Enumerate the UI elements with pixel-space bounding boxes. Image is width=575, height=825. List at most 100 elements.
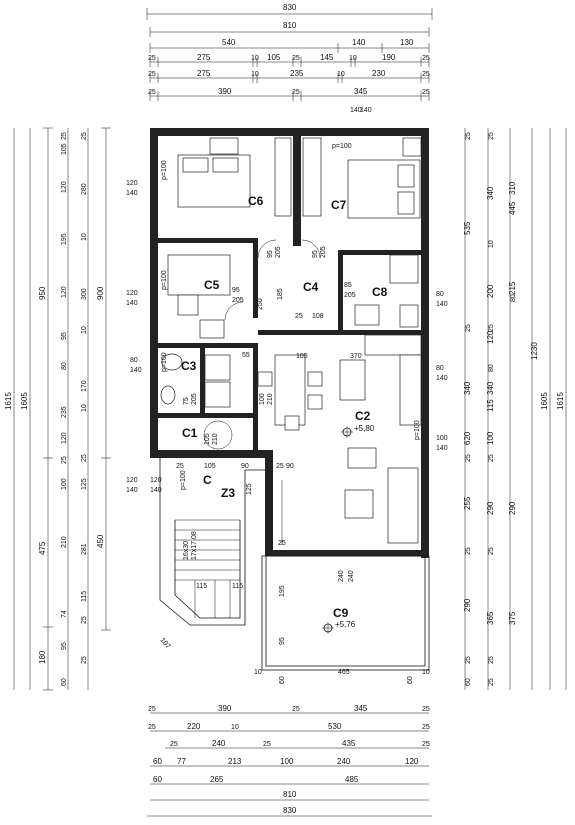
d5b: 205 (191, 393, 198, 405)
p9: p=100 (180, 470, 187, 490)
room-c9: C9 (333, 606, 349, 620)
dim-l4l: 210 (61, 536, 68, 548)
dim-top-r6b: 390 (218, 87, 232, 96)
int-195: 195 (279, 585, 286, 597)
dim-l4o: 60 (61, 678, 68, 686)
dim-top-r4b: 275 (197, 53, 211, 62)
w5a: 80 (436, 291, 444, 298)
p7: p=100 (414, 420, 421, 440)
right-dimensions: 25 535 25 340 620 25 255 25 290 25 60 25… (463, 128, 567, 690)
dim-top-r5g: 25 (422, 71, 430, 78)
stair-spec-1: 16x30 (183, 541, 190, 560)
int-25: 25 (295, 313, 303, 320)
dim-l4e: 120 (61, 286, 68, 298)
w4a: 80 (130, 357, 138, 364)
dim-l4a: 25 (61, 132, 68, 140)
dim-top-r5b: 275 (197, 69, 211, 78)
dim-r2i: 115 (486, 399, 495, 412)
dim-r2b: 340 (486, 186, 495, 200)
int-108: 108 (312, 313, 324, 320)
stair-spec-2: 17x17.08 (191, 531, 198, 560)
room-c8: C8 (372, 285, 388, 299)
dim-b4d: 100 (280, 757, 294, 766)
dim-l4g: 80 (61, 362, 68, 370)
w5b: 140 (436, 301, 448, 308)
room-c3: C3 (181, 359, 197, 373)
stairs: 16x30 17x17.08 (159, 458, 265, 626)
dim-l4k: 100 (61, 478, 68, 490)
dim-b5c: 485 (345, 775, 359, 784)
dim-b1b: 390 (218, 704, 232, 713)
dim-r2e: 25 (488, 324, 495, 332)
dim-r2a: 25 (488, 132, 495, 140)
dim-b2c: 10 (231, 724, 239, 731)
dim-r2k: 25 (488, 454, 495, 462)
dim-top-r5f: 230 (372, 69, 386, 78)
dim-l4i: 120 (61, 432, 68, 444)
dim-r1a: 25 (465, 132, 472, 140)
bottom-dimensions: 25 390 25 345 25 25 220 10 530 25 25 240… (147, 704, 432, 817)
int-240b: 240 (348, 570, 355, 582)
dim-l5b: 280 (81, 183, 88, 195)
dim-l5l: 25 (81, 616, 88, 624)
w7b: 140 (436, 445, 448, 452)
d5a: 75 (183, 397, 190, 405)
int-105: 105 (296, 353, 308, 360)
d4b: 205 (344, 292, 356, 299)
dim-r3f: 375 (508, 611, 517, 625)
top-dimensions: 830 810 540 140 130 25 275 10 105 25 145… (146, 3, 433, 101)
dim-left-950: 950 (38, 286, 47, 300)
dim-top-r4d: 105 (267, 53, 281, 62)
dim-r2j: 100 (486, 431, 495, 445)
w2b: 140 (360, 107, 372, 114)
int-250: 250 (257, 298, 264, 310)
dim-b2b: 220 (187, 722, 201, 731)
elevation-c2: +5,80 (354, 424, 375, 433)
d4a: 85 (344, 282, 352, 289)
int-115b: 115 (232, 583, 243, 590)
dim-top-810: 810 (283, 21, 297, 30)
dim-r2n: 365 (486, 611, 495, 625)
int-370: 370 (350, 353, 362, 360)
int-25b: 25 (176, 463, 184, 470)
walls (150, 128, 429, 558)
dim-l5d: 300 (81, 288, 88, 300)
dim-r2d: 200 (486, 284, 495, 298)
dim-top-140: 140 (352, 38, 366, 47)
int-95: 95 (279, 637, 286, 645)
dim-b1e: 25 (422, 706, 430, 713)
w3a: 120 (126, 290, 138, 297)
dim-r2h: 340 (486, 381, 495, 395)
dim-b4f: 120 (405, 757, 419, 766)
dim-l4b: 105 (61, 143, 68, 155)
dim-left-180: 180 (38, 650, 47, 664)
dim-r3c: 215 (508, 281, 517, 295)
dim-l4n: 95 (61, 642, 68, 650)
dim-b2e: 25 (422, 724, 430, 731)
dim-top-540: 540 (222, 38, 236, 47)
w3b: 140 (126, 300, 138, 307)
w2a: 140 (350, 107, 362, 114)
int-185: 185 (277, 288, 284, 300)
d1b: 205 (275, 246, 282, 258)
dim-r2p: 25 (488, 678, 495, 686)
d2a: 95 (312, 250, 319, 258)
room-c6: C6 (248, 194, 264, 208)
sofa (387, 467, 419, 544)
w8b: 140 (150, 487, 162, 494)
dim-right-1615: 1615 (556, 392, 565, 410)
dim-top-r4g: 10 (349, 55, 357, 62)
dim-top-r6d: 345 (354, 87, 368, 96)
dim-l4f: 95 (61, 332, 68, 340)
w4b: 140 (130, 367, 142, 374)
dim-l4m: 74 (61, 610, 68, 618)
dim-b2a: 25 (148, 724, 156, 731)
dim-l5f: 170 (81, 380, 88, 392)
d2b: 205 (320, 246, 327, 258)
dim-r3a: 445 (508, 201, 517, 215)
int-55: 55 (242, 352, 250, 359)
room-labels: C6 C7 C5 C4 C8 C3 C2 C1 C Z3 C9 (181, 194, 388, 620)
int-115a: 115 (196, 583, 207, 590)
dim-l5a: 25 (81, 132, 88, 140)
